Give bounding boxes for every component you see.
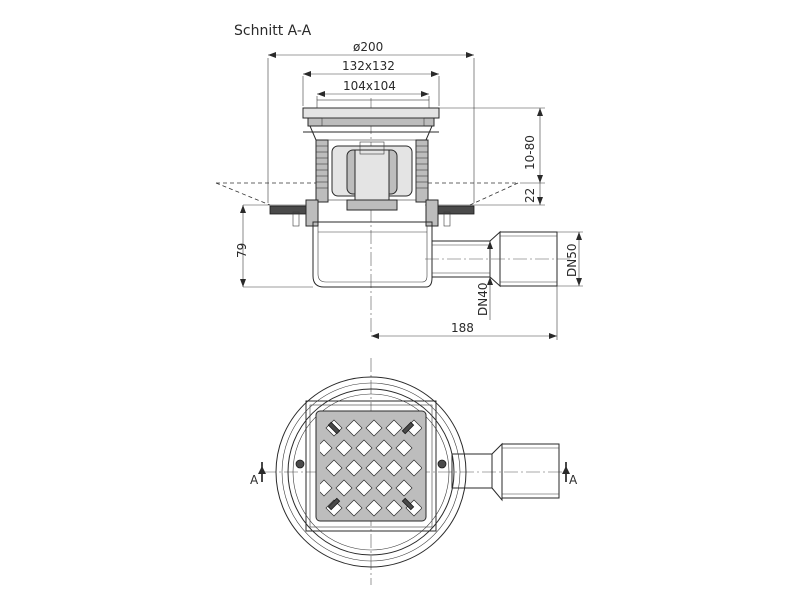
grate-size-label: 104x104 (343, 79, 396, 93)
flange-outer (275, 376, 467, 568)
section-marker-left: A (250, 462, 266, 487)
frame-size-label: 132x132 (342, 59, 395, 73)
flange-height-label: 22 (523, 188, 537, 203)
body-height-label: 79 (235, 243, 249, 258)
outlet-pipe (425, 230, 570, 288)
dimension-outlet-length: 188 (371, 286, 558, 340)
clamp-ring (269, 199, 475, 227)
dimension-dn40: DN40 (476, 241, 493, 320)
section-title: Schnitt A-A (234, 23, 312, 39)
grate-frame (302, 99, 440, 141)
screw-left (295, 459, 305, 469)
section-marker-right-label: A (569, 473, 578, 487)
flange-diameter-label: ø200 (353, 40, 383, 54)
upper-body (315, 139, 429, 211)
section-marker-right: A (562, 462, 578, 487)
height-adjust-label: 10-80 (523, 135, 537, 170)
plan-view: A A (250, 358, 578, 585)
outlet-dn40-label: DN40 (476, 283, 490, 317)
dimension-diameter: ø200 (267, 40, 475, 203)
dimension-body-height: 79 (235, 205, 313, 288)
dimension-grate: 104x104 (316, 79, 430, 100)
lower-body (312, 221, 433, 288)
outlet-pipe-plan (451, 442, 560, 502)
section-view: ø200 132x132 104x104 (215, 40, 583, 340)
dimension-dn50: DN50 (557, 231, 583, 287)
dimension-frame: 132x132 (302, 59, 440, 106)
outlet-dn50-label: DN50 (565, 244, 579, 278)
section-marker-left-label: A (250, 473, 259, 487)
frame-square (305, 400, 437, 532)
outlet-length-label: 188 (451, 321, 474, 335)
screw-right (437, 459, 447, 469)
grate-pattern (320, 415, 422, 517)
dimension-height: 10-80 22 (439, 107, 545, 206)
